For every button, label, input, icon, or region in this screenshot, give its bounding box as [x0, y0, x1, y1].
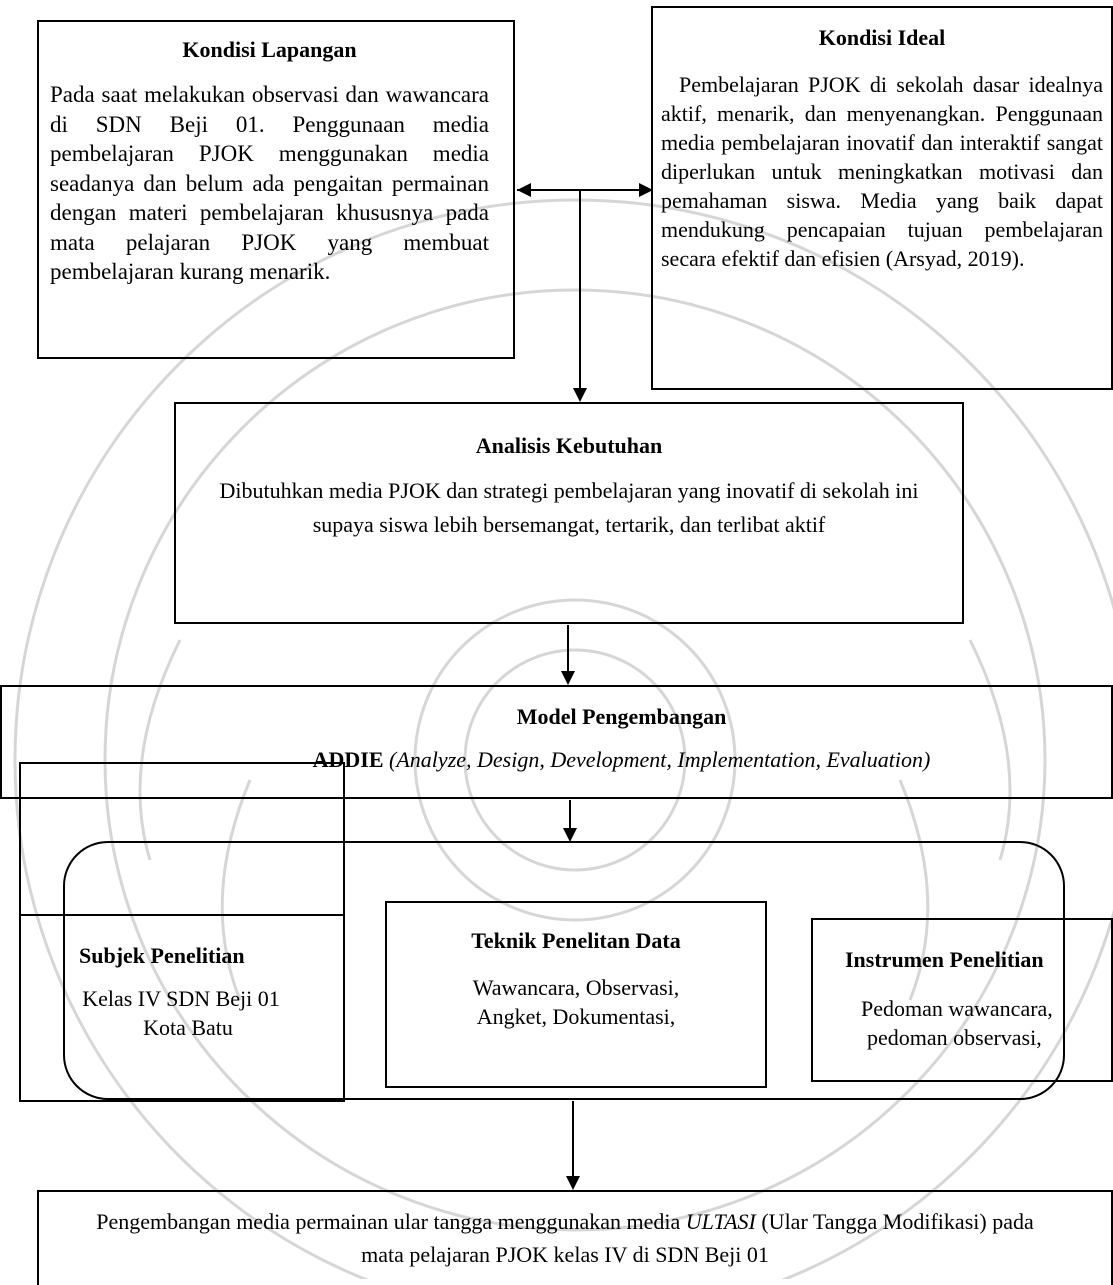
- subjek-line2: Kota Batu: [143, 1015, 233, 1040]
- analisis-kebutuhan-box: Analisis Kebutuhan Dibutuhkan media PJOK…: [174, 402, 964, 624]
- model-pengembangan-text: ADDIE (Analyze, Design, Development, Imp…: [132, 745, 1111, 774]
- kondisi-ideal-title: Kondisi Ideal: [818, 25, 946, 50]
- addie-detail: (Analyze, Design, Development, Implement…: [389, 747, 931, 772]
- addie-label: ADDIE: [312, 747, 384, 772]
- instrumen-line1: Pedoman wawancara,: [861, 996, 1053, 1021]
- model-pengembangan-title: Model Pengembangan: [516, 704, 727, 729]
- subjek-title: Subjek Penelitian: [79, 943, 245, 968]
- hasil-text-before: Pengembangan media permainan ular tangga…: [96, 1209, 686, 1234]
- teknik-title: Teknik Penelitan Data: [471, 928, 681, 953]
- kondisi-lapangan-box: Kondisi Lapangan Pada saat melakukan obs…: [37, 20, 515, 359]
- teknik-box: Teknik Penelitan Data Wawancara, Observa…: [385, 901, 767, 1088]
- kondisi-lapangan-text: Pada saat melakukan observasi dan wawanc…: [50, 82, 489, 284]
- hasil-box: Pengembangan media permainan ular tangga…: [37, 1190, 1113, 1285]
- analisis-kebutuhan-text: Dibutuhkan media PJOK dan strategi pembe…: [219, 478, 919, 537]
- teknik-line2: Angket, Dokumentasi,: [476, 1004, 676, 1029]
- teknik-line1: Wawancara, Observasi,: [472, 975, 680, 1000]
- hasil-text-after: (Ular Tangga Modifikasi) pada mata pelaj…: [361, 1209, 1034, 1267]
- kondisi-ideal-text: Pembelajaran PJOK di sekolah dasar ideal…: [661, 72, 1103, 271]
- hasil-text: Pengembangan media permainan ular tangga…: [39, 1205, 1111, 1271]
- instrumen-line2: pedoman observasi,: [867, 1025, 1042, 1050]
- instrumen-title: Instrumen Penelitian: [845, 947, 1044, 972]
- analisis-kebutuhan-title: Analisis Kebutuhan: [475, 433, 663, 458]
- model-pengembangan-box: Model Pengembangan ADDIE (Analyze, Desig…: [0, 685, 1113, 799]
- kondisi-lapangan-title: Kondisi Lapangan: [182, 37, 357, 62]
- kondisi-ideal-box: Kondisi Ideal Pembelajaran PJOK di sekol…: [651, 6, 1113, 390]
- hasil-text-italic: ULTASI: [685, 1209, 756, 1234]
- instrumen-box: Instrumen Penelitian Pedoman wawancara, …: [811, 918, 1113, 1082]
- subjek-box: Subjek Penelitian Kelas IV SDN Beji 01 K…: [19, 914, 345, 1102]
- subjek-line1: Kelas IV SDN Beji 01: [82, 986, 280, 1011]
